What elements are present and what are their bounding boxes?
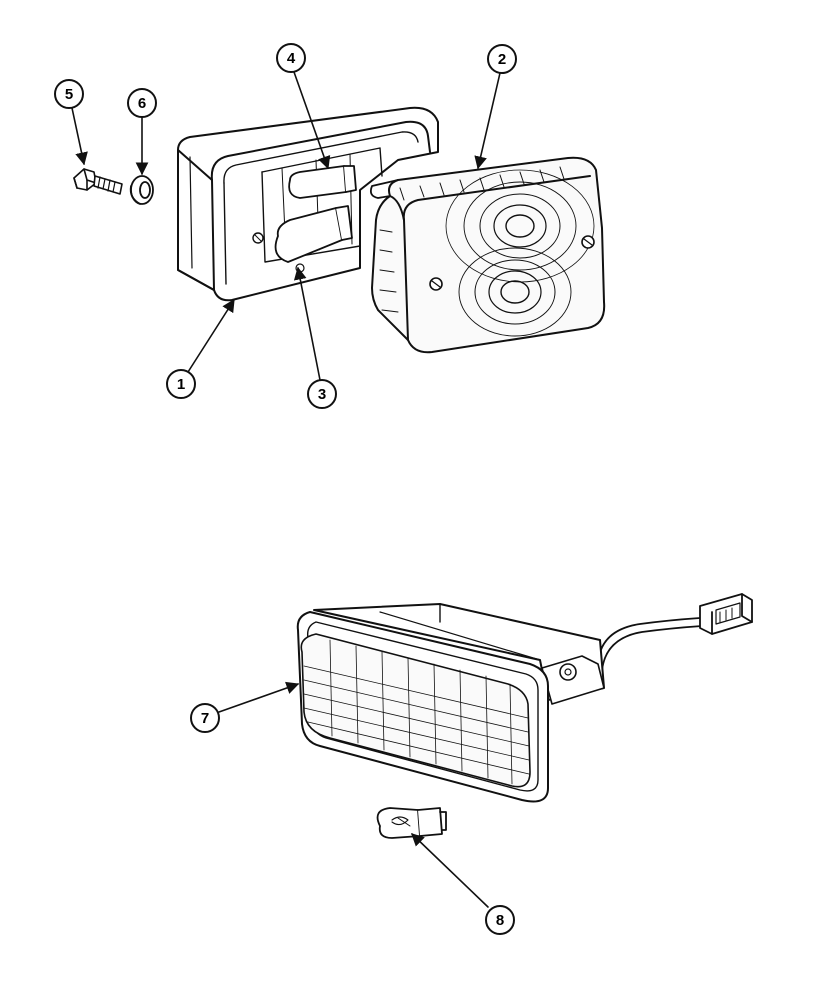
bulb-small-illustration (288, 165, 403, 199)
callout-7: 7 (190, 703, 220, 733)
bayonet-bulb-illustration (376, 807, 447, 839)
svg-text:2: 2 (498, 51, 506, 68)
svg-text:8: 8 (496, 912, 504, 929)
svg-text:6: 6 (138, 95, 146, 112)
lamp-lens-illustration (371, 156, 606, 354)
callout-1: 1 (166, 369, 196, 399)
work-lamp-illustration (296, 603, 605, 803)
callout-5: 5 (54, 79, 84, 109)
svg-text:1: 1 (177, 376, 185, 393)
svg-text:7: 7 (201, 710, 209, 727)
leader-lines-top (71, 71, 501, 381)
callout-8: 8 (485, 905, 515, 935)
svg-text:4: 4 (287, 50, 296, 67)
bulb-large-illustration (274, 205, 353, 263)
callout-4: 4 (276, 43, 306, 73)
svg-text:3: 3 (318, 386, 326, 403)
leader-lines-bottom (218, 681, 489, 908)
svg-text:5: 5 (65, 86, 73, 103)
callout-2: 2 (487, 44, 517, 74)
screw-illustration (73, 168, 123, 195)
washer-illustration (129, 175, 154, 205)
callout-3: 3 (307, 379, 337, 409)
callout-6: 6 (127, 88, 157, 118)
